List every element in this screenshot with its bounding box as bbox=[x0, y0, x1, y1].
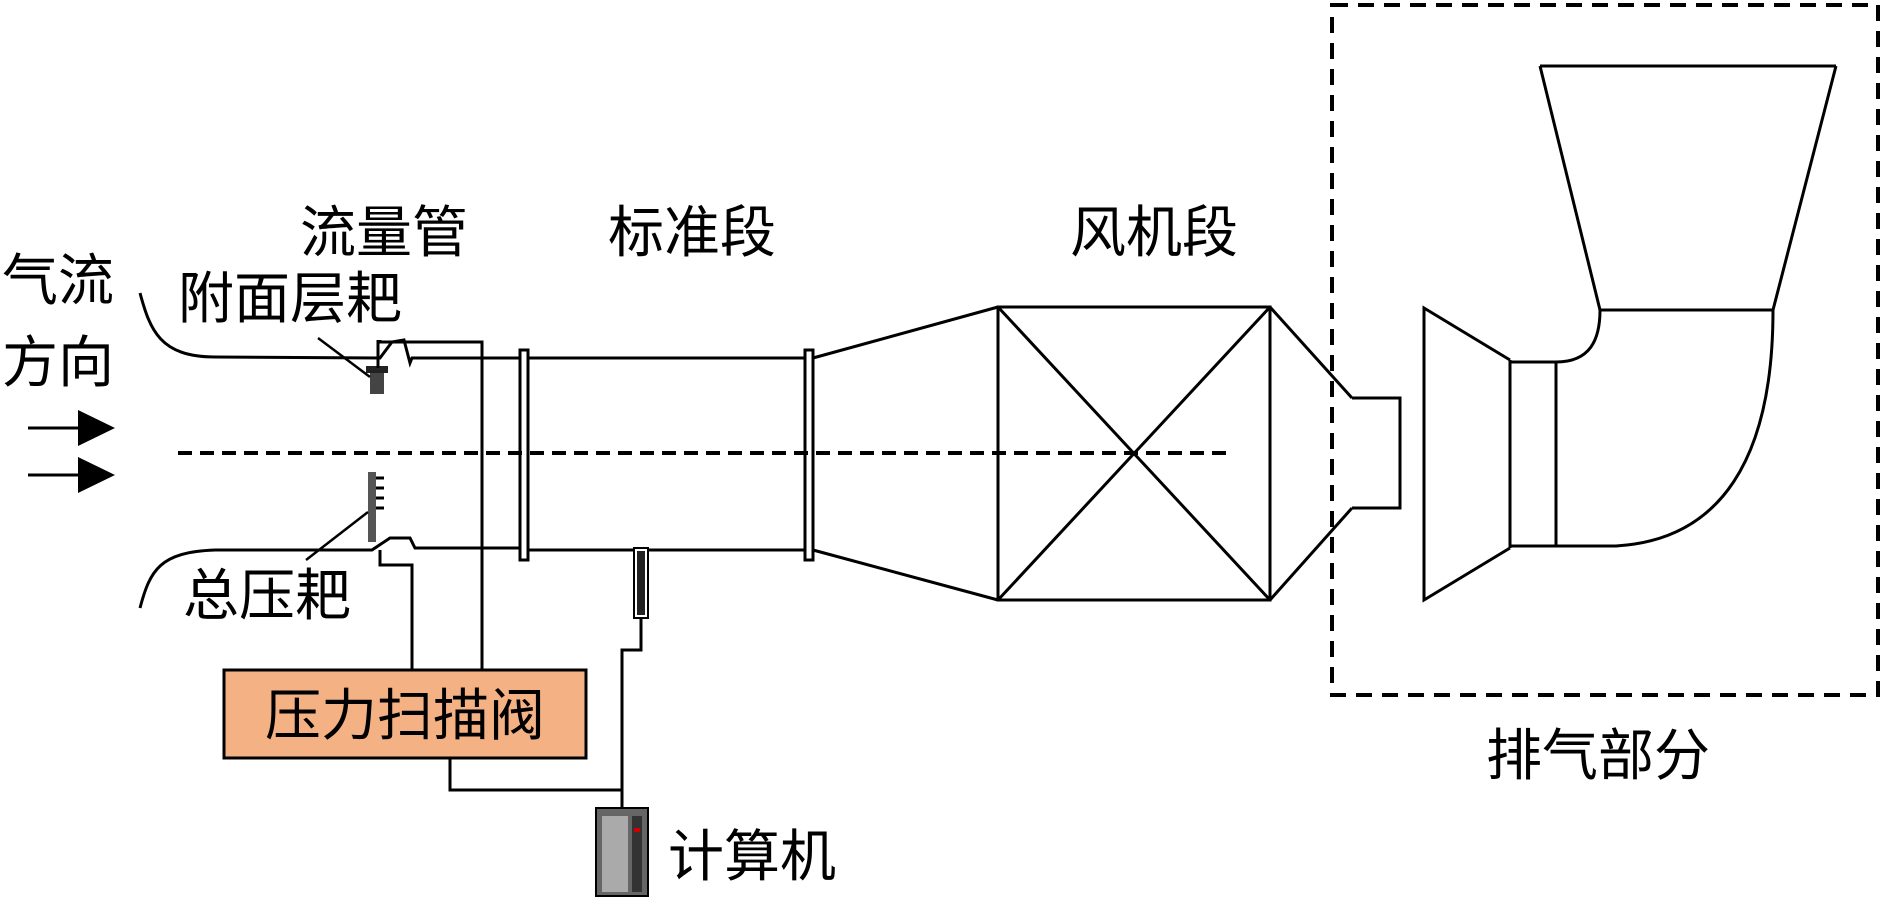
computer-label: 计算机 bbox=[668, 825, 836, 890]
wire-scanner-computer bbox=[448, 758, 622, 792]
boundary-layer-rake bbox=[366, 340, 388, 394]
airflow-direction-label-line2: 方向 bbox=[2, 331, 114, 396]
total-pressure-rake bbox=[368, 472, 384, 542]
fan-outlet bbox=[1268, 305, 1402, 601]
wire-sensor-computer bbox=[620, 618, 643, 808]
boundary-layer-rake-label: 附面层耙 bbox=[178, 267, 402, 332]
exhaust-assembly bbox=[1422, 64, 1838, 603]
airflow-arrows bbox=[28, 410, 115, 493]
diffuser bbox=[812, 305, 999, 602]
right-arrow-icon bbox=[78, 410, 115, 446]
tubing-boundary-rake bbox=[378, 340, 484, 670]
wall-pressure-sensor bbox=[633, 547, 649, 619]
pressure-scanner-label: 压力扫描阀 bbox=[265, 684, 545, 749]
exhaust-section-label: 排气部分 bbox=[1486, 724, 1710, 789]
pressure-scanner-box: 压力扫描阀 bbox=[222, 668, 588, 760]
total-pressure-rake-label: 总压耙 bbox=[183, 564, 351, 629]
fan-section-label: 风机段 bbox=[1070, 201, 1238, 266]
standard-section-label: 标准段 bbox=[608, 201, 776, 266]
flow-tube-label: 流量管 bbox=[300, 201, 468, 266]
leader-total-rake bbox=[305, 511, 369, 561]
airflow-direction-label-line1: 气流 bbox=[2, 249, 114, 314]
standard-section bbox=[528, 356, 805, 552]
right-arrow-icon bbox=[78, 457, 115, 493]
tubing-total-rake bbox=[378, 550, 414, 670]
computer-tower-icon bbox=[595, 807, 649, 897]
exhaust-section-boundary bbox=[1330, 3, 1880, 697]
flow-tube bbox=[138, 292, 522, 609]
leader-boundary-rake bbox=[317, 337, 371, 378]
